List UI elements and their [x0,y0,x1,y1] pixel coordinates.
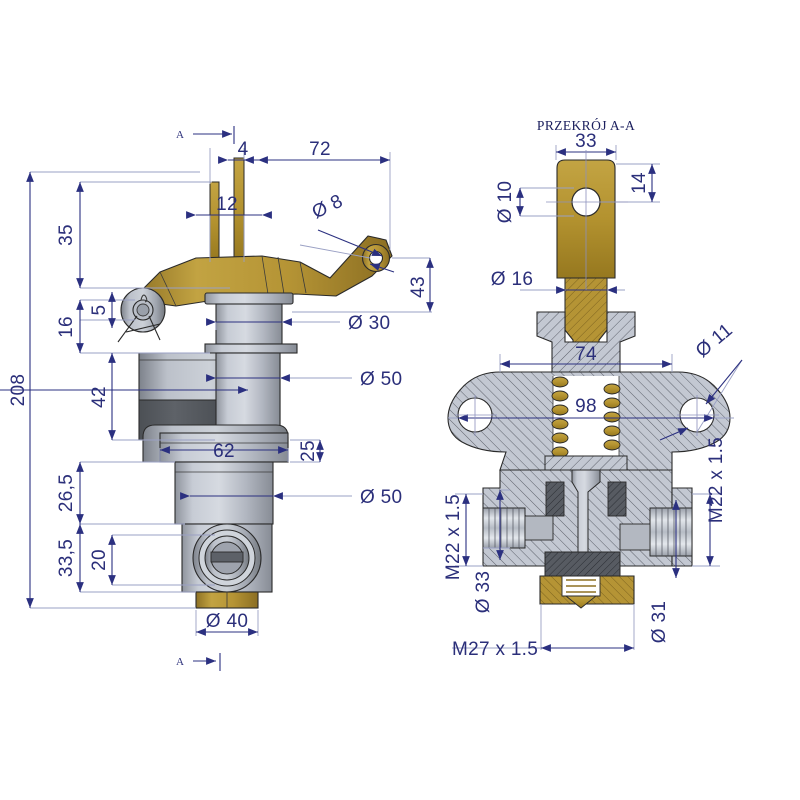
lever-rib-3 [299,261,307,294]
dim-m22-left: M22 x 1.5 [443,494,464,580]
return-spring [566,579,596,593]
dim-4: 4 [238,139,249,160]
section-title: PRZEKRÓJ A-A [537,118,635,133]
dim-33-5: 33,5 [56,539,77,577]
dim-26-5: 26,5 [56,474,77,512]
dim-72: 72 [309,139,331,160]
port-slot [210,551,244,563]
dim-16: 16 [56,316,77,338]
lever-edge [159,271,177,307]
dim-74: 74 [575,344,597,365]
dim-208: 208 [8,374,29,407]
lever-rib-1 [261,255,269,295]
dim-m27: M27 x 1.5 [452,639,538,660]
dim-14: 14 [629,172,650,194]
dim-dia-11: Ø 11 [692,320,737,362]
dim-dia-31: Ø 31 [649,601,670,643]
section-view-geometry [447,159,731,609]
dim-12: 12 [216,194,238,215]
seal-left [545,481,565,517]
dim-dia-50-upper: Ø 50 [360,369,402,390]
dim-dia-33: Ø 33 [473,571,494,613]
valve-seat-dark [544,551,621,577]
dim-dia-8: Ø 8 [309,191,347,224]
lower-body [174,461,274,525]
dim-dia-50-lower: Ø 50 [360,487,402,508]
section-mark-a-top: A [176,129,184,141]
dim-25: 25 [298,440,319,462]
cotter-leg-2 [148,315,161,341]
dim-5: 5 [89,305,110,316]
stem-collar [204,343,298,354]
section-mark-a-bottom: A [176,656,184,668]
dim-42: 42 [89,386,110,408]
pivot-pin-core [136,303,150,317]
stem-d30 [215,303,283,345]
cotter-pin-loop [140,294,148,303]
dim-dia-16: Ø 16 [491,269,533,290]
dim-20: 20 [89,549,110,571]
dim-dia-40: Ø 40 [206,611,248,632]
lever-rib-2 [277,256,285,295]
dim-62: 62 [213,441,235,462]
upper-cap [204,292,294,305]
cone-valve [564,595,598,609]
seal-right [607,481,627,517]
cotter-leg-3 [125,323,161,333]
dim-35: 35 [56,224,77,246]
front-view-dimension-lines [0,126,434,671]
dim-43: 43 [408,276,429,298]
section-view-dimension-lines [448,145,743,652]
left-port-bore [524,515,554,541]
dim-dia-10: Ø 10 [495,181,516,223]
dim-33-plate: 33 [575,131,597,152]
dim-dia-30: Ø 30 [348,313,390,334]
right-port-bore [619,523,651,551]
front-view-geometry [117,157,393,609]
upper-housing-collar [536,311,636,377]
dim-m22-right: M22 x 1.5 [706,437,727,523]
dim-98: 98 [575,396,597,417]
